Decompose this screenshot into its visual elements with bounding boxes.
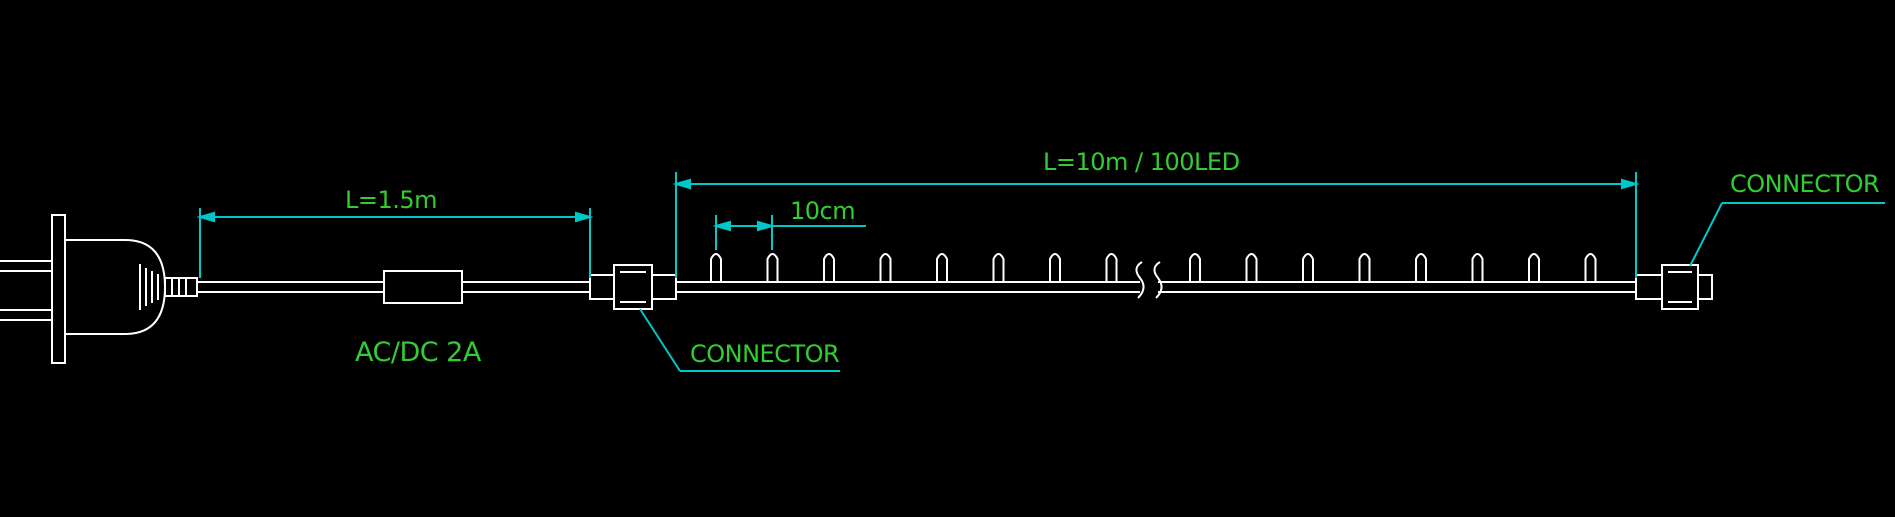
led-bulb xyxy=(1049,253,1061,282)
led-bulb xyxy=(1415,253,1427,282)
connector-label-left: CONNECTOR xyxy=(690,340,839,368)
dimension-led-spacing xyxy=(712,215,866,250)
plug-strain-relief xyxy=(164,277,198,297)
led-spacing-label: 10cm xyxy=(790,197,855,225)
wire-break-mark-left xyxy=(1135,261,1145,299)
power-plug xyxy=(0,214,198,364)
led-bulb xyxy=(1245,253,1258,282)
total-length-label: L=10m / 100LED xyxy=(1043,148,1240,176)
plug-body xyxy=(65,239,167,335)
led-bulb xyxy=(1189,253,1201,282)
led-bulb xyxy=(1528,253,1540,282)
led-bulb xyxy=(992,253,1005,282)
led-bulb xyxy=(1358,253,1371,282)
plug-face xyxy=(51,214,66,364)
led-bulb xyxy=(1584,253,1597,282)
adapter-rating-label: AC/DC 2A xyxy=(355,337,482,368)
power-cord xyxy=(197,270,590,304)
leader-right-connector xyxy=(1689,202,1723,267)
led-bulb xyxy=(1302,253,1314,282)
leader-lines xyxy=(639,202,1885,372)
leader-left-connector xyxy=(639,308,681,372)
left-connector xyxy=(589,264,677,310)
connector-label-right: CONNECTOR xyxy=(1730,170,1879,198)
dimension-total-length xyxy=(672,172,1640,278)
led-bulb xyxy=(710,253,722,282)
led-bulb xyxy=(766,253,779,282)
led-bulb xyxy=(1105,253,1118,282)
right-connector xyxy=(1635,264,1713,310)
adapter-box xyxy=(383,270,463,304)
led-group xyxy=(710,253,1597,282)
led-bulb xyxy=(1471,253,1484,282)
led-string-wire xyxy=(676,261,1636,299)
led-bulb xyxy=(936,253,948,282)
led-bulb xyxy=(879,253,892,282)
cord-length-label: L=1.5m xyxy=(345,186,437,214)
dimension-cord-length xyxy=(196,208,594,278)
led-bulb xyxy=(823,253,835,282)
wire-break-mark-right xyxy=(1153,261,1163,299)
